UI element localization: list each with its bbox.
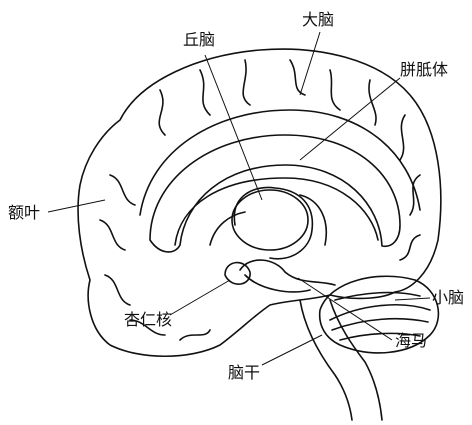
leader-cerebellum (395, 298, 430, 300)
gyrus-lines (159, 60, 420, 260)
label-brainstem: 脑干 (228, 365, 260, 381)
thalamus-shape (232, 190, 308, 250)
hippocampus-shape (240, 260, 335, 292)
label-frontal-lobe: 额叶 (8, 205, 40, 221)
label-hippocampus: 海马 (395, 333, 427, 349)
label-amygdala: 杏仁核 (124, 312, 172, 328)
leader-brainstem (262, 335, 322, 365)
leader-frontal-lobe (48, 200, 105, 212)
label-cerebellum: 小脑 (432, 290, 464, 306)
leader-corpus-callosum (300, 78, 400, 160)
leader-thalamus (205, 55, 262, 200)
label-corpus-callosum: 胼胝体 (400, 62, 448, 78)
leader-hippocampus (298, 278, 392, 340)
brainstem-shape (300, 300, 382, 420)
label-cerebrum: 大脑 (302, 12, 334, 28)
leader-cerebrum (300, 32, 320, 95)
corpus-callosum-shape (150, 135, 400, 252)
leader-amygdala (170, 280, 230, 315)
label-thalamus: 丘脑 (183, 32, 215, 48)
